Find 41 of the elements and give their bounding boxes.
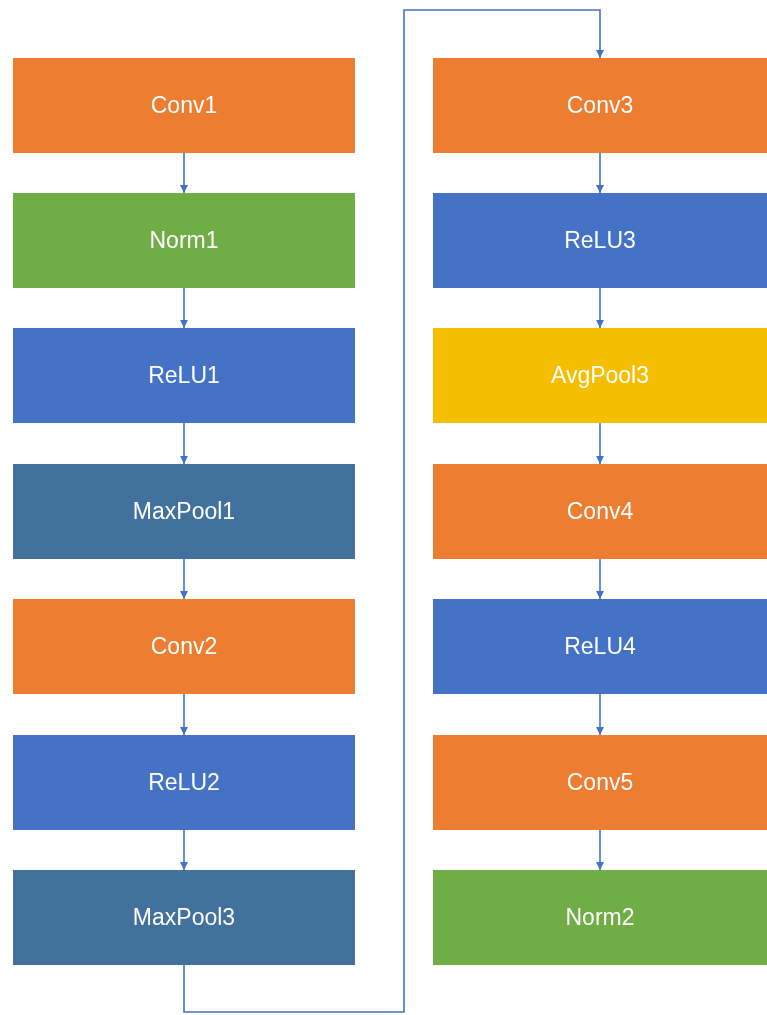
layer-label: Norm1	[149, 227, 219, 254]
arrow	[596, 287, 604, 329]
arrow	[596, 152, 604, 194]
layer-label: Conv4	[566, 498, 634, 525]
layer-label: Conv3	[566, 92, 634, 119]
layer-box	[13, 870, 355, 965]
arrow	[596, 829, 604, 871]
layer-box	[13, 464, 355, 559]
layer-box	[433, 328, 767, 423]
layer-label: MaxPool3	[132, 904, 236, 931]
layer-box	[13, 735, 355, 830]
layer-label: ReLU4	[564, 633, 636, 660]
arrow	[183, 9, 604, 1013]
layer-label: Conv1	[150, 92, 218, 119]
layer-label: ReLU3	[564, 227, 636, 254]
layer-label: ReLU1	[148, 362, 220, 389]
layer-box	[433, 735, 767, 830]
layer-label: Norm2	[565, 904, 635, 931]
layer-box	[13, 58, 355, 153]
layer-label: Conv2	[150, 633, 218, 660]
arrow	[180, 558, 188, 600]
layer-box	[433, 599, 767, 694]
layer-box	[433, 58, 767, 153]
layer-label: AvgPool3	[550, 362, 649, 389]
arrow	[596, 422, 604, 465]
layer-box	[13, 599, 355, 694]
layer-box	[433, 193, 767, 288]
layer-label: Conv5	[566, 769, 634, 796]
arrow	[180, 693, 188, 736]
arrow	[180, 422, 188, 465]
layer-label: ReLU2	[148, 769, 220, 796]
layer-box	[433, 464, 767, 559]
arrow	[596, 558, 604, 600]
layer-label: MaxPool1	[132, 498, 236, 525]
arrow	[180, 287, 188, 329]
arrow	[180, 829, 188, 871]
arrow	[596, 693, 604, 736]
layer-box	[13, 193, 355, 288]
layer-box	[433, 870, 767, 965]
arrow	[180, 152, 188, 194]
layer-box	[13, 328, 355, 423]
